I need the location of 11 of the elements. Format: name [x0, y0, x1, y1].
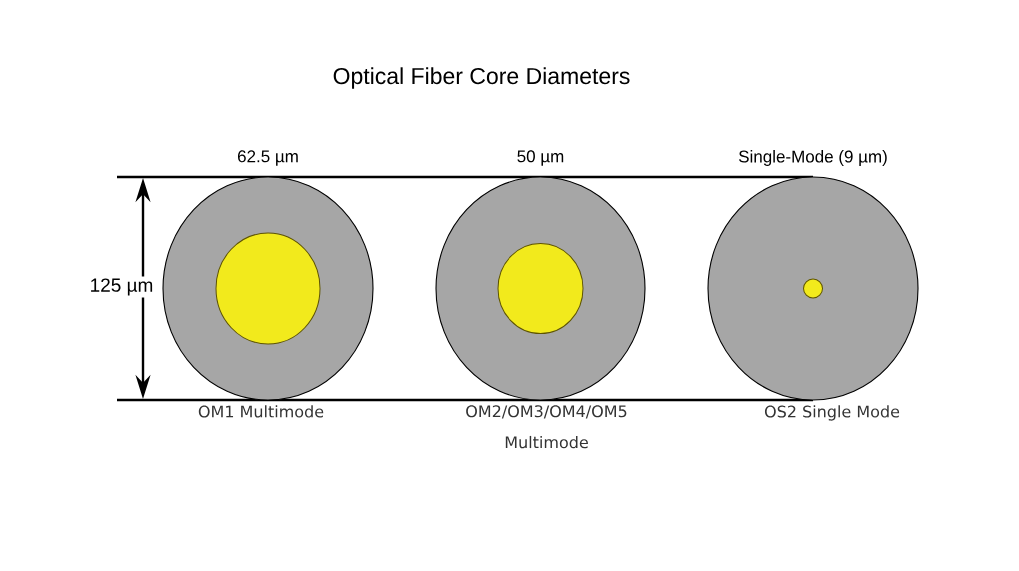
fiber-type-label: OS2 Single Mode	[764, 405, 900, 421]
core-circle	[803, 278, 823, 299]
fiber-type-label: OM2/OM3/OM4/OM5 Multimode	[466, 405, 627, 449]
fiber-type-label: OM1 Multimode	[198, 405, 324, 418]
title: Optical Fiber Core Diameters	[333, 67, 630, 89]
diameter-label: 50 µm	[517, 150, 564, 166]
dimension-label: 125 µm	[87, 276, 156, 298]
diameter-label: Single-Mode (9 µm)	[738, 150, 887, 166]
core-circle	[497, 243, 584, 334]
core-circle	[215, 232, 321, 345]
diameter-label: 62.5 µm	[238, 150, 298, 166]
